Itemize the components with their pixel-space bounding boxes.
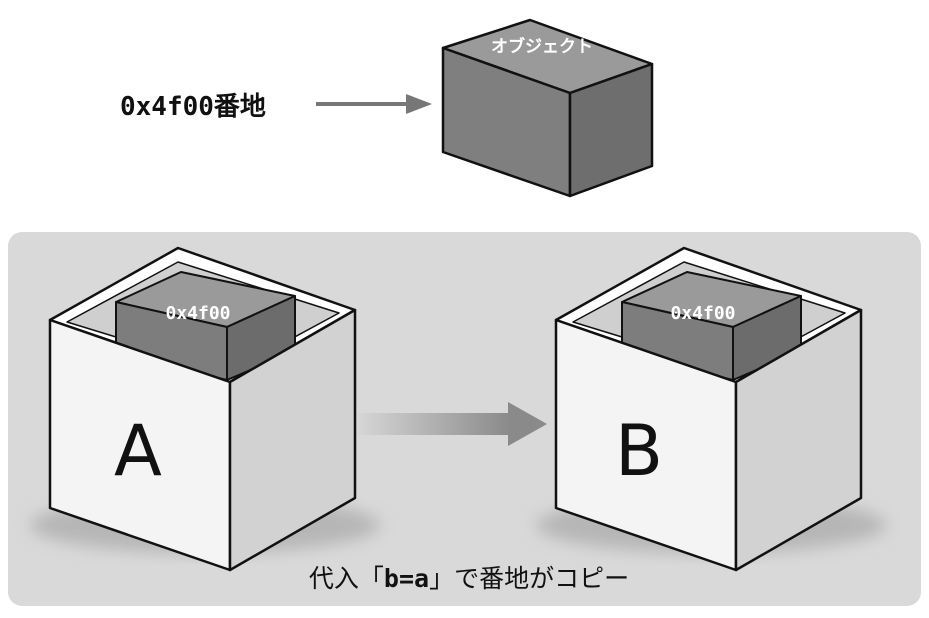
box-b-content-label: 0x4f00 bbox=[670, 303, 735, 324]
box-a-letter: A bbox=[114, 410, 162, 492]
caption-prefix: 代入「 bbox=[309, 564, 384, 593]
address-suffix: 番地 bbox=[214, 92, 266, 122]
object-cube: オブジェクト bbox=[441, 18, 654, 198]
svg-text:0x4f00番地: 0x4f00番地 bbox=[120, 92, 266, 122]
copy-arrow bbox=[358, 402, 547, 446]
pointer-arrow-head bbox=[406, 94, 432, 114]
caption-code: b=a bbox=[384, 564, 429, 593]
box-b: 0x4f00 B bbox=[536, 246, 886, 572]
caption-suffix: 」で番地がコピー bbox=[429, 564, 629, 593]
box-a: 0x4f00 A bbox=[30, 246, 380, 572]
address-value: 0x4f00 bbox=[120, 92, 214, 122]
caption: 代入「b=a」で番地がコピー bbox=[309, 564, 629, 593]
object-label: オブジェクト bbox=[491, 36, 593, 57]
box-a-content-label: 0x4f00 bbox=[165, 303, 230, 324]
address-pointer: 0x4f00番地 bbox=[120, 92, 432, 122]
box-b-letter: B bbox=[615, 410, 663, 492]
